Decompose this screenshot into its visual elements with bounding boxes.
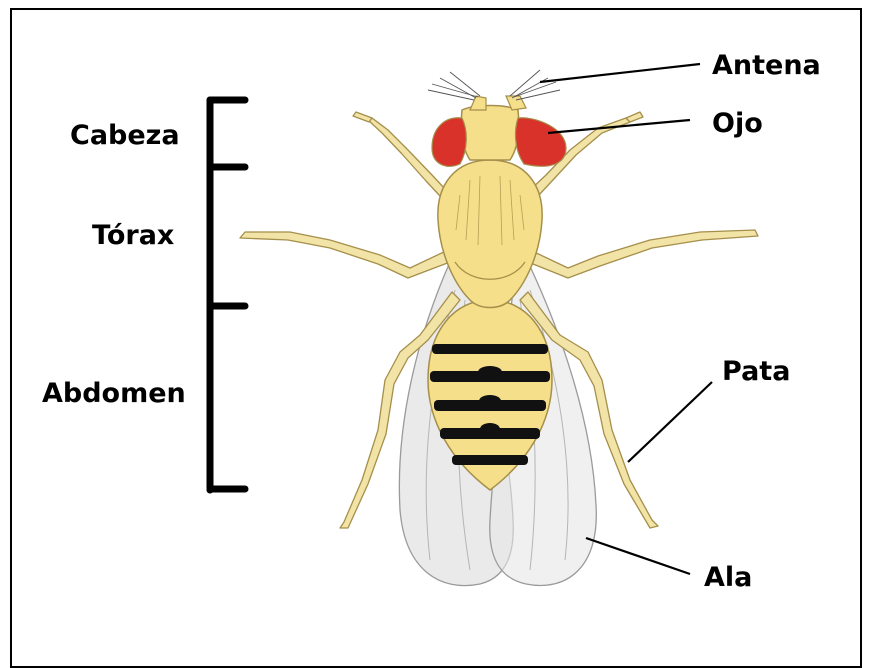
left-front-tarsus <box>353 112 372 122</box>
body-part-brackets <box>210 100 245 490</box>
left-middle-leg <box>240 232 450 278</box>
label-pata: Pata <box>722 358 790 385</box>
label-abdomen: Abdomen <box>42 380 186 407</box>
label-ojo: Ojo <box>712 110 763 137</box>
left-eye <box>432 118 466 166</box>
antena-pointer <box>540 64 700 82</box>
label-ala: Ala <box>704 564 752 591</box>
label-antena: Antena <box>712 52 821 79</box>
ala-pointer <box>586 538 690 574</box>
label-cabeza: Cabeza <box>70 122 180 149</box>
right-eye <box>516 118 566 166</box>
label-torax: Tórax <box>92 222 174 249</box>
right-front-tarsus <box>626 112 643 122</box>
head <box>428 70 566 166</box>
right-middle-leg <box>528 230 758 278</box>
pata-pointer <box>628 382 712 462</box>
